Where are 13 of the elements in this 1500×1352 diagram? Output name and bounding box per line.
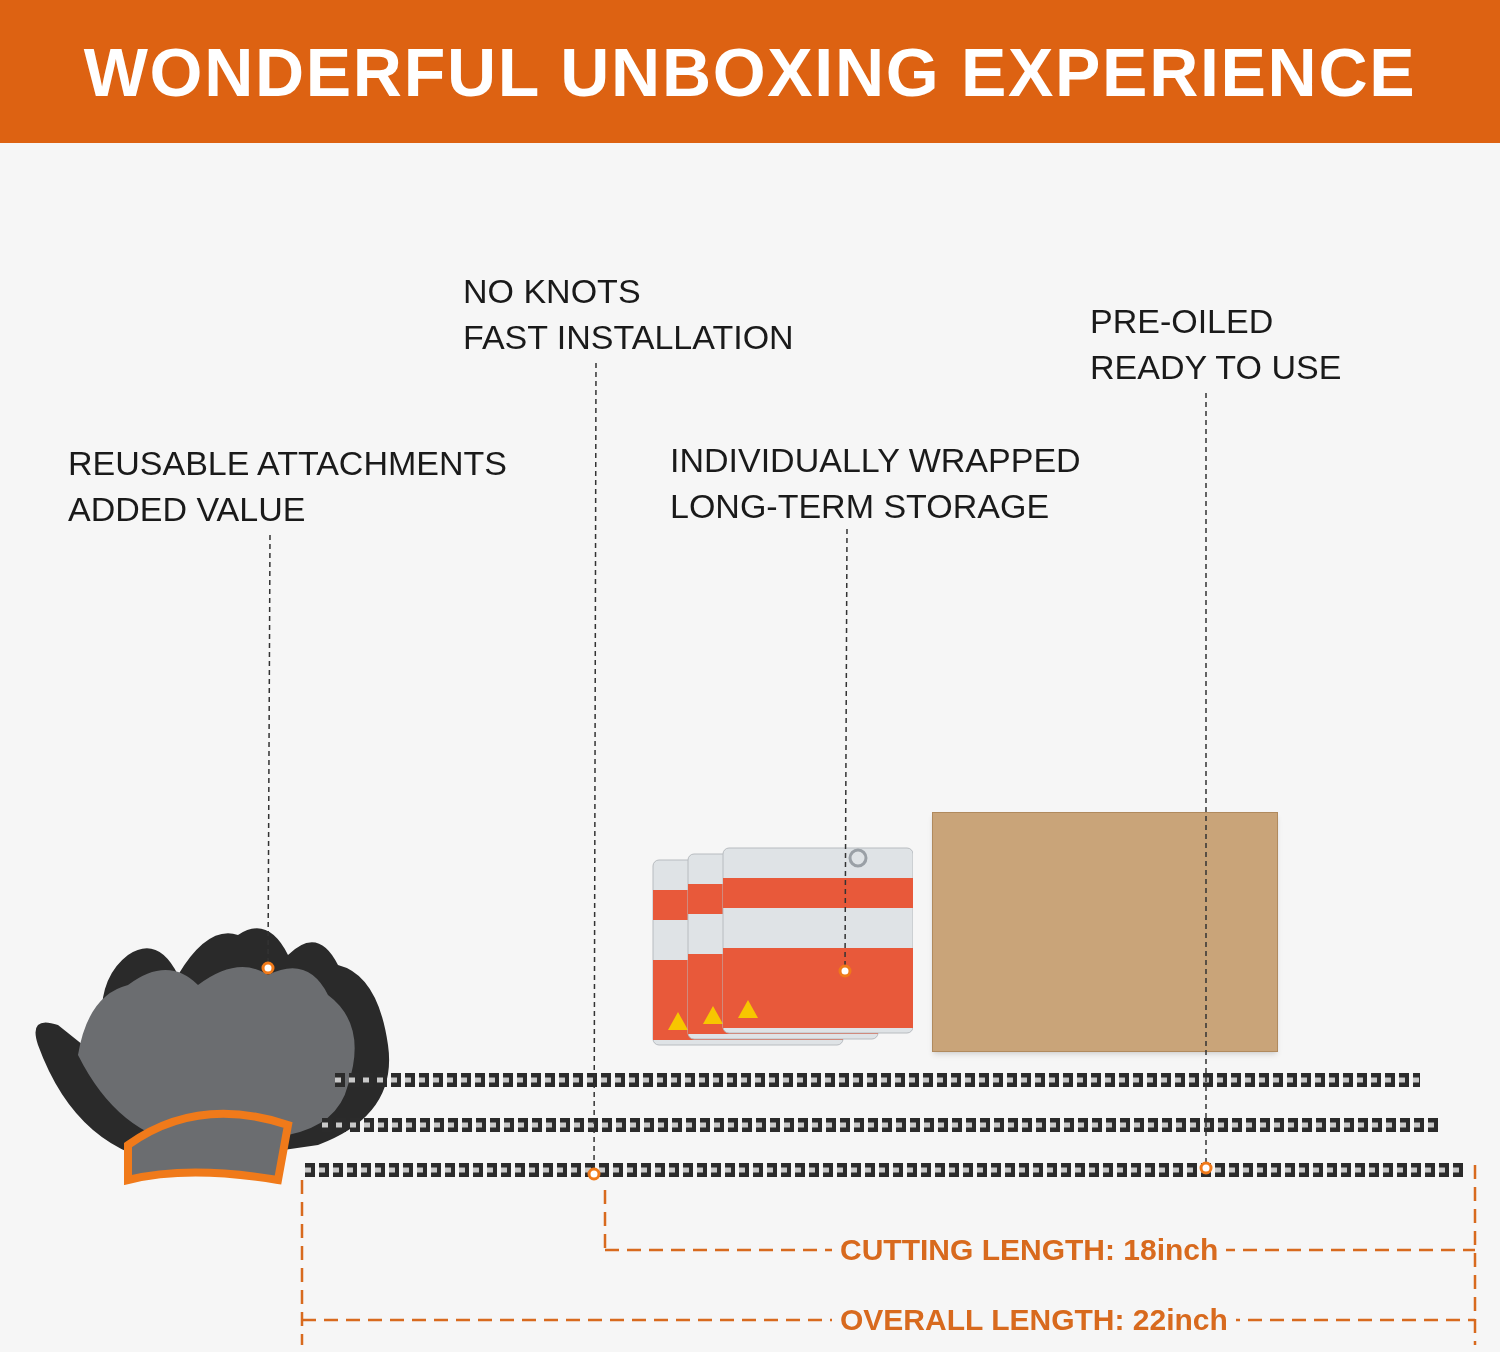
- leader-line: [587, 362, 601, 1181]
- leader-line: [1199, 392, 1213, 1175]
- callout-text: READY TO USE: [1090, 347, 1342, 388]
- callout-text: NO KNOTS: [463, 271, 641, 312]
- leader-line: [838, 528, 852, 978]
- callout-text: REUSABLE ATTACHMENTS: [68, 443, 507, 484]
- leader-line: [261, 534, 275, 975]
- callout-text: LONG-TERM STORAGE: [670, 486, 1050, 527]
- callout-text: PRE-OILED: [1090, 301, 1274, 342]
- callout-text: ADDED VALUE: [68, 489, 306, 530]
- callout-text: FAST INSTALLATION: [463, 317, 794, 358]
- callout-text: INDIVIDUALLY WRAPPED: [670, 440, 1081, 481]
- title: WONDERFUL UNBOXING EXPERIENCE: [83, 32, 1417, 112]
